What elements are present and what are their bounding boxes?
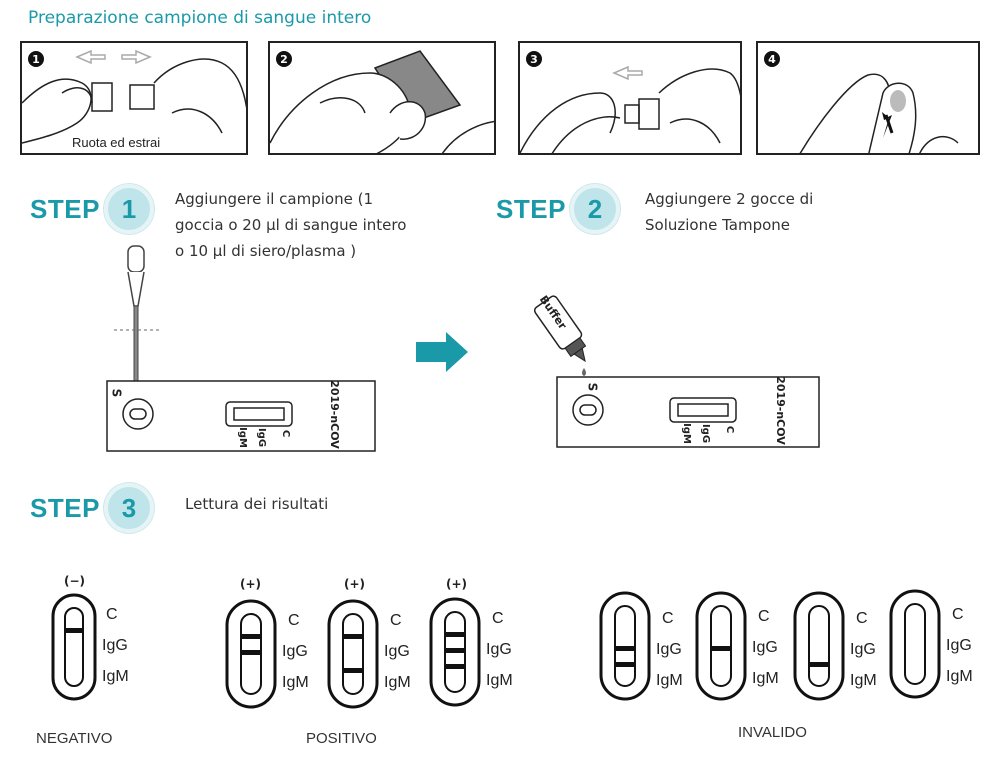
invalid-3-label-igg: IgG — [850, 641, 876, 658]
svg-text:4: 4 — [768, 53, 776, 66]
invalid-3-label-c: C — [856, 610, 868, 627]
step-1-word: STEP — [30, 194, 100, 224]
step-2-circle: 2 — [570, 184, 620, 234]
test-cassette-1 — [106, 380, 376, 452]
cassette-2-line-igm: IgM — [680, 423, 692, 444]
invalid-1-label-igm: IgM — [656, 672, 683, 689]
invalid-4-label-c: C — [952, 606, 964, 623]
positive-2-label-igm: IgM — [384, 674, 411, 691]
step-3-circle: 3 — [104, 483, 154, 533]
cassette-1-line-igg: IgG — [256, 427, 268, 448]
panel-1-caption: Ruota ed estrai — [72, 135, 161, 150]
strip-invalid-4 — [889, 589, 941, 699]
cassette-2-sample-label: S — [585, 382, 600, 392]
negative-caption: NEGATIVO — [36, 730, 113, 747]
svg-text:3: 3 — [530, 53, 538, 66]
invalid-4-label-igg: IgG — [946, 637, 972, 654]
step-1-circle: 1 — [104, 184, 154, 234]
panel-4: 4 — [756, 41, 980, 155]
panel-4-illustration: 4 — [764, 51, 959, 153]
panel-1: 1 Ruota ed estrai — [20, 41, 248, 155]
negative-label-c: C — [106, 606, 118, 623]
cassette-2-line-igg: IgG — [700, 423, 712, 444]
invalid-1-label-igg: IgG — [656, 641, 682, 658]
step-1-line-1: Aggiungere il campione (1 — [175, 190, 373, 208]
strip-positive-3 — [429, 597, 481, 707]
positive-1-label-c: C — [288, 612, 300, 629]
step-1-line-2: goccia o 20 µl di sangue intero — [175, 216, 407, 234]
step-2-description: Aggiungere 2 gocce di Soluzione Tampone — [645, 186, 813, 238]
strip-invalid-3 — [793, 591, 845, 701]
cassette-1-sample-label: S — [109, 388, 124, 398]
step-2-line-1: Aggiungere 2 gocce di — [645, 190, 814, 208]
positive-2-label-c: C — [390, 612, 402, 629]
positive-sign-3: (+) — [446, 577, 468, 591]
positive-1-label-igm: IgM — [282, 674, 309, 691]
negative-sign: (−) — [64, 574, 86, 588]
positive-3-label-igm: IgM — [486, 672, 513, 689]
positive-sign-2: (+) — [344, 577, 366, 591]
cassette-1-line-igm: IgM — [236, 427, 248, 448]
invalid-2-label-c: C — [758, 608, 770, 625]
positive-3-label-c: C — [492, 610, 504, 627]
panel-3: 3 — [518, 41, 742, 155]
panel-2: 2 — [268, 41, 496, 155]
page-title: Preparazione campione di sangue intero — [28, 8, 372, 28]
positive-1-label-igg: IgG — [282, 643, 308, 660]
buffer-bottle-illustration — [533, 295, 587, 386]
invalid-3-label-igm: IgM — [850, 672, 877, 689]
invalid-4-label-igm: IgM — [946, 668, 973, 685]
cassette-1-device-name: 2019-nCOV — [327, 380, 341, 449]
step-3-description: Lettura dei risultati — [185, 495, 329, 513]
strip-positive-1 — [225, 599, 277, 709]
panel-3-illustration: 3 — [520, 51, 740, 153]
invalid-2-label-igg: IgG — [752, 639, 778, 656]
next-arrow-icon — [416, 332, 468, 372]
negative-label-igg: IgG — [102, 637, 128, 654]
positive-sign-1: (+) — [240, 577, 262, 591]
strip-negative — [51, 593, 97, 701]
positive-caption: POSITIVO — [306, 730, 377, 747]
panel-1-illustration: 1 — [22, 49, 246, 144]
positive-2-label-igg: IgG — [384, 643, 410, 660]
svg-text:2: 2 — [280, 53, 288, 66]
invalid-caption: INVALIDO — [738, 724, 807, 741]
step-3-word: STEP — [30, 493, 100, 523]
step-1-description: Aggiungere il campione (1 goccia o 20 µl… — [175, 186, 406, 264]
strip-invalid-1 — [599, 591, 651, 701]
positive-3-label-igg: IgG — [486, 641, 512, 658]
step-1-line-3: o 10 µl di siero/plasma ) — [175, 242, 357, 260]
cassette-2-line-c: C — [724, 425, 736, 434]
strip-invalid-2 — [695, 591, 747, 701]
step-2-line-2: Soluzione Tampone — [645, 216, 791, 234]
negative-label-igm: IgM — [102, 668, 129, 685]
cassette-2-device-name: 2019-nCOV — [773, 376, 787, 445]
invalid-2-label-igm: IgM — [752, 670, 779, 687]
pipette-illustration — [114, 245, 160, 391]
cassette-1-line-c: C — [280, 429, 292, 438]
invalid-1-label-c: C — [662, 610, 674, 627]
step-2-word: STEP — [496, 194, 566, 224]
strip-positive-2 — [327, 599, 379, 709]
test-cassette-2 — [556, 376, 820, 448]
svg-text:1: 1 — [32, 53, 40, 66]
panel-2-illustration: 2 — [270, 50, 494, 153]
